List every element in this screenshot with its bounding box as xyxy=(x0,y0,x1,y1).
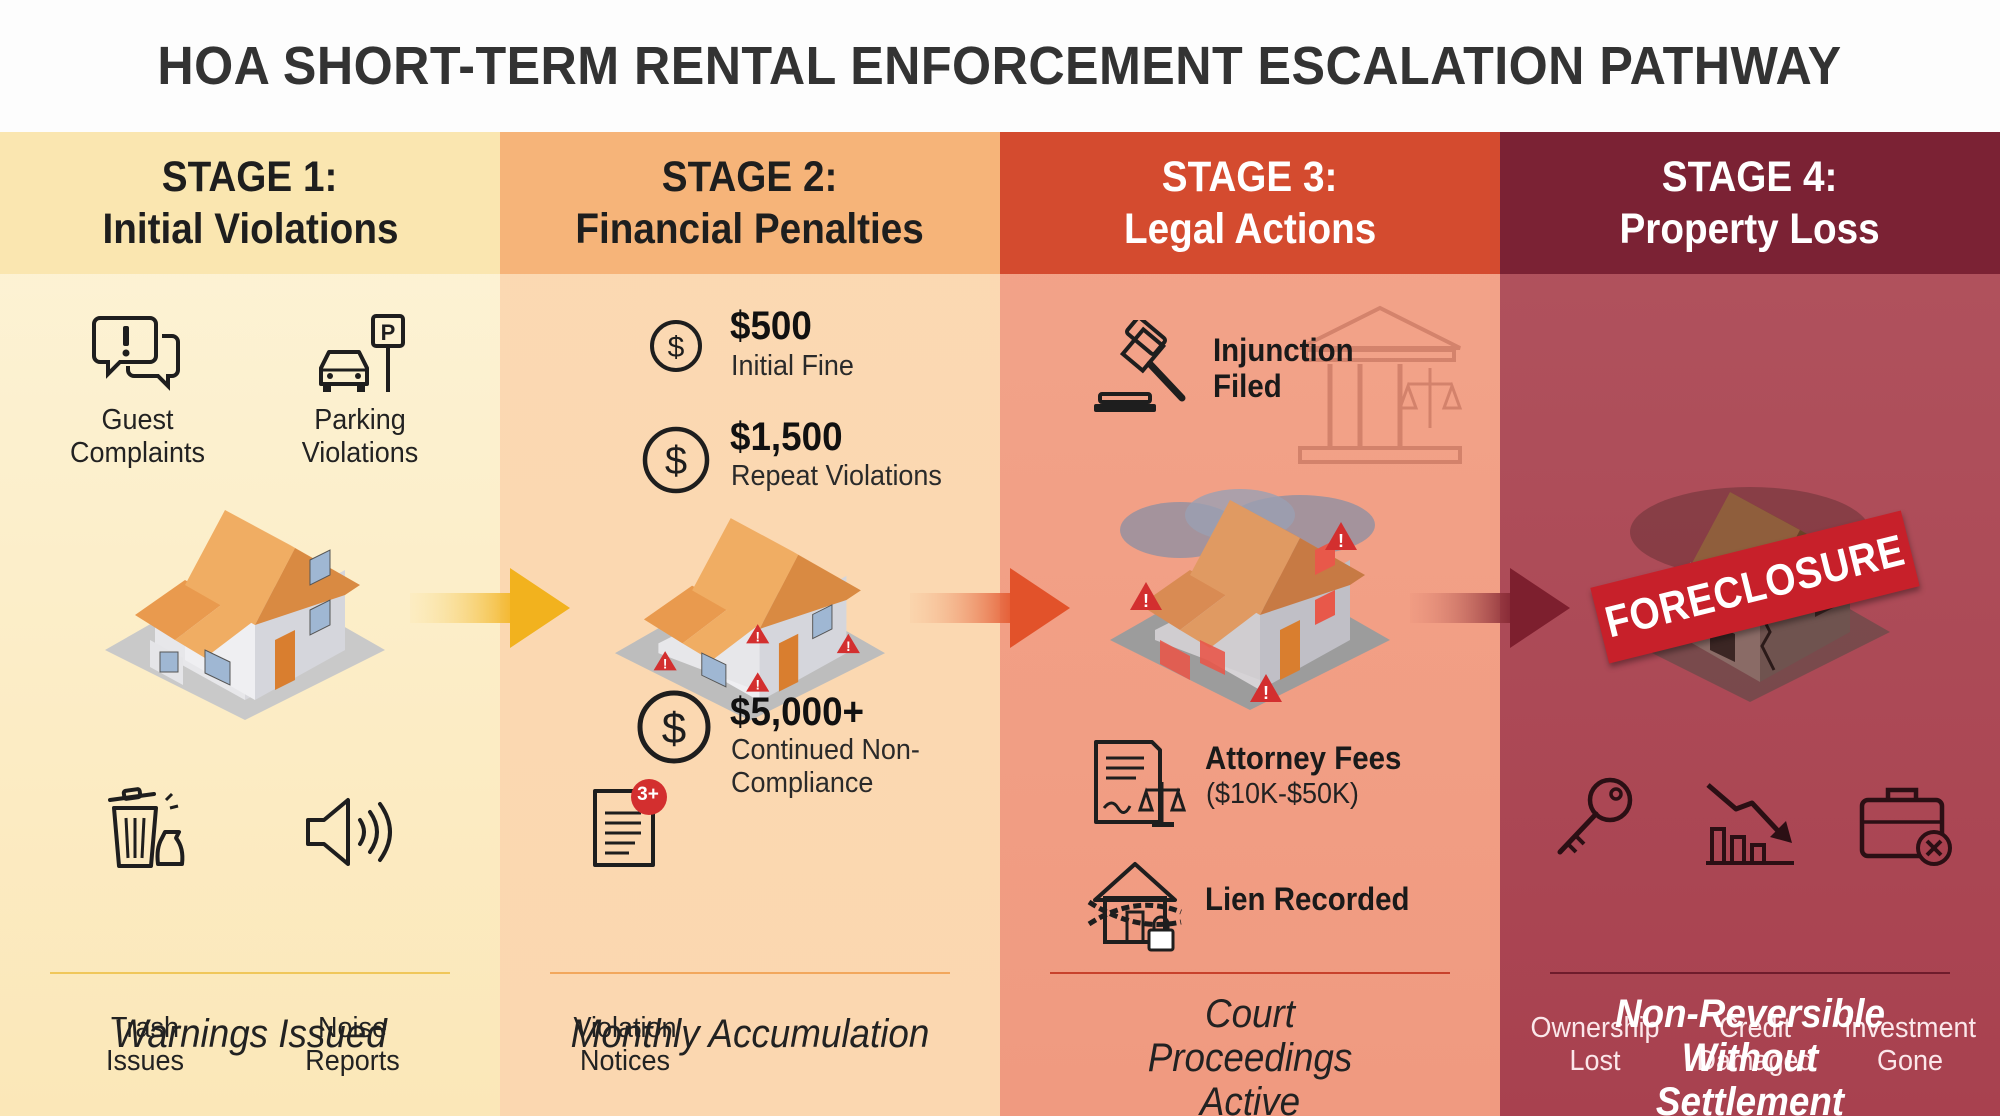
declining-chart-icon xyxy=(1706,783,1794,865)
chained-house-lock-icon xyxy=(1087,862,1182,952)
stage-4-footer: Non-Reversible Without Settlement xyxy=(1615,992,1885,1116)
stage-3-name: Legal Actions xyxy=(1123,205,1377,253)
lien-recorded-label: Lien Recorded xyxy=(1205,881,1410,917)
stage-4-name: Property Loss xyxy=(1619,205,1881,253)
trash-issues-label: Trash Issues xyxy=(106,1012,184,1077)
attorney-fees-label: Attorney Fees xyxy=(1205,740,1402,776)
svg-text:!: ! xyxy=(1143,591,1149,611)
stage-1-number: STAGE 1: xyxy=(162,153,338,201)
credit-damaged-label: Credit Damaged xyxy=(1696,1012,1814,1077)
investment-gone-label: Investment Gone xyxy=(1844,1012,1976,1077)
key-icon xyxy=(1557,777,1633,855)
fine-1-label: Initial Fine xyxy=(731,350,854,382)
fine-3-label: Continued Non-Compliance xyxy=(731,734,920,799)
stage-2-footer: Monthly Accumulation xyxy=(570,1012,930,1056)
fine-3-amount: $5,000+ xyxy=(730,690,865,734)
stage-2-divider xyxy=(550,972,950,974)
speaker-volume-icon xyxy=(306,798,392,866)
dollar-coin-icon: $ xyxy=(650,320,702,372)
svg-text:!: ! xyxy=(1263,683,1269,703)
svg-text:P: P xyxy=(381,320,396,345)
stormy-house-illustration: !!! xyxy=(1110,489,1390,710)
fine-2-label: Repeat Violations xyxy=(731,460,942,492)
stage-2-number: STAGE 2: xyxy=(662,153,838,201)
noise-reports-label: Noise Reports xyxy=(305,1012,400,1077)
gavel-icon xyxy=(1094,320,1186,412)
stage-3-divider xyxy=(1050,972,1450,974)
stage-3-column: STAGE 3: Legal Actions Injunction Filed xyxy=(1000,132,1500,1116)
briefcase-x-icon xyxy=(1859,787,1952,866)
svg-text:!: ! xyxy=(755,678,760,693)
injunction-filed-label: Injunction Filed xyxy=(1213,332,1354,404)
notice-count-badge: 3+ xyxy=(637,784,659,805)
svg-text:$: $ xyxy=(665,439,687,483)
fine-2-amount: $1,500 xyxy=(730,415,843,459)
house-illustration xyxy=(105,510,385,720)
stage-3-footer: Court Proceedings Active xyxy=(1147,992,1353,1116)
svg-text:!: ! xyxy=(1338,531,1344,551)
ownership-lost-label: Ownership Lost xyxy=(1530,1012,1660,1077)
svg-text:!: ! xyxy=(846,639,851,654)
courthouse-icon xyxy=(1298,305,1463,464)
legal-document-scales-icon xyxy=(1094,740,1187,827)
attorney-fees-range: ($10K-$50K) xyxy=(1206,778,1359,810)
stage-3-header: STAGE 3: Legal Actions xyxy=(1000,132,1500,274)
fine-1-amount: $500 xyxy=(730,304,812,348)
arrow-stage-3-to-4 xyxy=(1410,568,1570,648)
stage-2-header: STAGE 2: Financial Penalties xyxy=(500,132,1000,274)
document-notice-icon xyxy=(593,779,667,867)
stage-1-footer: Warnings Issued xyxy=(113,1012,387,1056)
violation-notices-label: Violation Notices xyxy=(573,1012,677,1077)
svg-text:$: $ xyxy=(668,331,685,364)
stage-4-column: STAGE 4: Property Loss FORECLOSURE Owner… xyxy=(1500,132,2000,1116)
svg-text:$: $ xyxy=(662,704,686,753)
arrow-stage-1-to-2 xyxy=(410,568,570,648)
dollar-coin-icon: $ xyxy=(642,426,710,494)
stage-2-name: Financial Penalties xyxy=(575,205,925,253)
stage-4-header: STAGE 4: Property Loss xyxy=(1500,132,2000,274)
stage-1-header: STAGE 1: Initial Violations xyxy=(0,132,500,274)
stage-4-number: STAGE 4: xyxy=(1662,153,1838,201)
arrow-stage-2-to-3 xyxy=(910,568,1070,648)
stage-4-divider xyxy=(1550,972,1950,974)
stage-2-column: STAGE 2: Financial Penalties $ $500 Init… xyxy=(500,132,1000,1116)
stage-1-divider xyxy=(50,972,450,974)
svg-text:!: ! xyxy=(755,630,760,645)
svg-text:!: ! xyxy=(663,657,668,672)
stage-1-name: Initial Violations xyxy=(101,205,399,253)
guest-complaints-label: Guest Complaints xyxy=(70,404,205,469)
page-title: HOA SHORT-TERM RENTAL ENFORCEMENT ESCALA… xyxy=(157,36,1843,96)
parking-car-icon: P xyxy=(319,314,405,392)
speech-bubble-alert-icon xyxy=(92,316,180,391)
parking-violations-label: Parking Violations xyxy=(301,404,419,469)
stage-3-number: STAGE 3: xyxy=(1162,153,1338,201)
title-bar: HOA SHORT-TERM RENTAL ENFORCEMENT ESCALA… xyxy=(0,0,2000,132)
trash-can-icon xyxy=(108,787,185,868)
dollar-coin-icon: $ xyxy=(637,690,711,764)
house-warning-illustration: !!!! xyxy=(615,518,885,721)
stage-1-column: STAGE 1: Initial Violations Guest Compla… xyxy=(0,132,500,1116)
